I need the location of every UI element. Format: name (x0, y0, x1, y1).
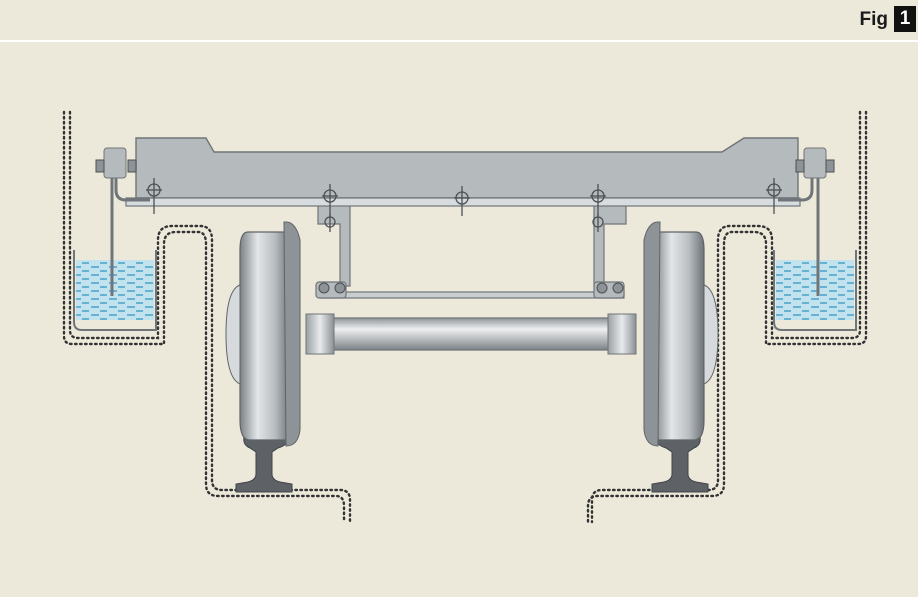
water-tray-left (73, 250, 157, 331)
ground-outline-right (586, 110, 868, 524)
bracket-bolts (318, 282, 624, 294)
hanger-brackets (315, 203, 627, 299)
figure-number-badge: 1 (894, 6, 916, 32)
rail-left (235, 429, 293, 493)
hanger-nuts (95, 159, 835, 173)
ground-outline-left (62, 110, 352, 524)
tray-hangers (110, 150, 820, 296)
header-divider (0, 40, 918, 42)
bogie-frame (125, 137, 801, 207)
figure-header: Fig 1 (0, 0, 918, 42)
axle (305, 313, 637, 355)
rail-right (651, 429, 709, 493)
wheel-right (643, 221, 719, 447)
water-tray-right (773, 250, 857, 331)
wheel-left (225, 221, 301, 447)
frame-bolts (146, 178, 782, 232)
figure-label: Fig (859, 9, 889, 30)
